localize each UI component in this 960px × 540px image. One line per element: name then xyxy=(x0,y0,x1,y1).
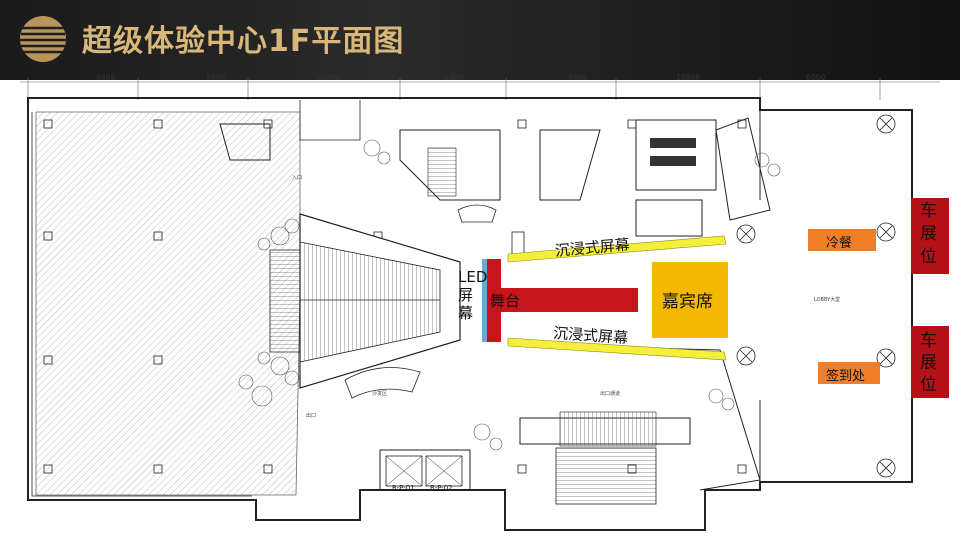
floor-plan xyxy=(20,78,940,531)
dimension-label: 10800 xyxy=(676,73,701,82)
dimension-label: 10800 xyxy=(316,73,341,82)
vip-seats xyxy=(652,262,728,338)
led-screen-label: LED 屏 幕 xyxy=(458,268,488,322)
dimension-label: 8400 xyxy=(96,73,116,82)
immersive-screen-top xyxy=(507,235,727,263)
car-booth-bottom-label: 车 展 位 xyxy=(920,331,937,395)
cold-food-label: 冷餐 xyxy=(826,236,853,251)
room-tag: R-P-02 xyxy=(430,484,453,492)
title-bar: 超级体验中心1F平面图 xyxy=(0,0,960,80)
stage-label: 舞台 xyxy=(490,292,521,310)
stage-area xyxy=(487,259,501,342)
room-tag: 出口 xyxy=(306,413,317,419)
room-tag: R-P-01 xyxy=(392,484,415,492)
dimension-label: 8400 xyxy=(568,73,588,82)
room-tag: 沙发区 xyxy=(372,391,388,397)
car-booth-top-label: 车 展 位 xyxy=(920,201,937,267)
room-tag: 入口 xyxy=(292,175,303,181)
sign-in-label: 签到处 xyxy=(826,369,866,384)
page-title: 超级体验中心1F平面图 xyxy=(82,24,405,59)
dimension-label: 6000 xyxy=(806,73,826,82)
room-tag: 出口通道 xyxy=(600,391,621,397)
dimension-label: 8400 xyxy=(444,73,464,82)
stage-runway xyxy=(501,288,638,312)
led-screen-bar xyxy=(482,259,487,342)
dimension-label: 8400 xyxy=(206,73,226,82)
immersive-screen-bottom xyxy=(507,337,727,361)
car-booth-bottom xyxy=(911,326,949,398)
vip-seats-label: 嘉宾席 xyxy=(662,292,713,312)
logo-icon xyxy=(20,16,66,62)
sign-in-area xyxy=(818,362,880,384)
car-booth-top xyxy=(911,198,949,274)
cold-food-area xyxy=(808,229,876,251)
room-tag: LOBBY大堂 xyxy=(814,297,841,303)
